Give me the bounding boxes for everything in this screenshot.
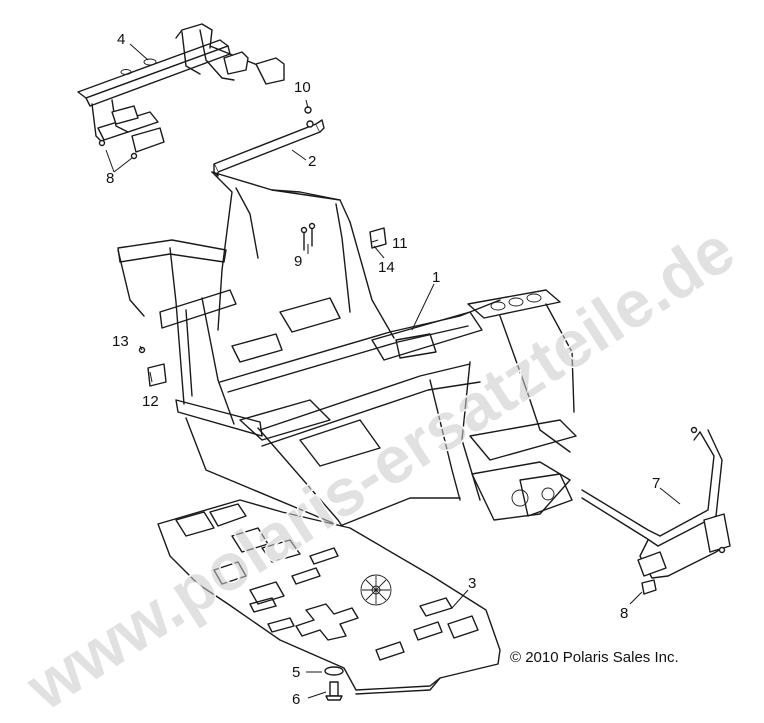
callout-14: 14: [378, 259, 395, 276]
callout-4: 4: [117, 31, 125, 48]
callout-3: 3: [468, 575, 476, 592]
leader-lines: [105, 43, 681, 699]
part-4-upper-frame: [77, 23, 285, 160]
callout-12: 12: [142, 393, 159, 410]
part-3-skid-plate: [157, 499, 501, 695]
callout-13: 13: [112, 333, 129, 350]
callout-9: 9: [294, 253, 302, 270]
callout-5: 5: [292, 664, 300, 681]
copyright-notice: © 2010 Polaris Sales Inc.: [510, 649, 679, 666]
hardware-bolts: [138, 106, 657, 701]
callout-7: 7: [652, 475, 660, 492]
callout-8-lower: 8: [620, 605, 628, 622]
part-7-front-bumper: [581, 426, 731, 579]
part-1-main-frame: [117, 171, 577, 533]
callout-labels: 4 10 2 8 11 9 14 1 13 12 7 3 8 5 6: [106, 31, 660, 708]
callout-2: 2: [308, 153, 316, 170]
callout-6: 6: [292, 691, 300, 708]
callout-8-upper: 8: [106, 170, 114, 187]
callout-10: 10: [294, 79, 311, 96]
callout-11: 11: [392, 235, 408, 252]
callout-1: 1: [432, 269, 440, 286]
